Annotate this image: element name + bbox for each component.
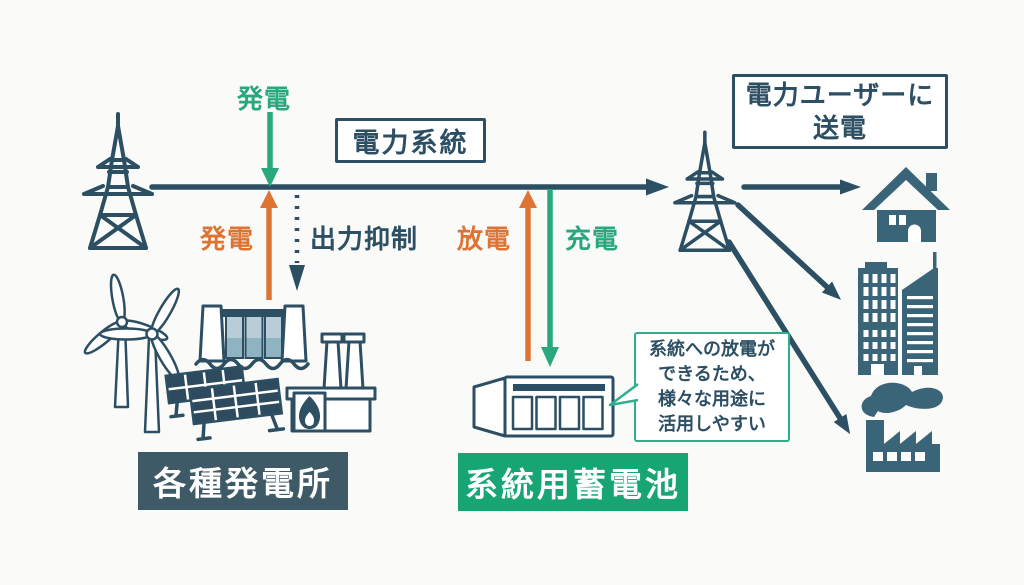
label-discharge: 放電: [457, 224, 512, 254]
battery-container-icon: [472, 375, 615, 438]
main-grid-line: [149, 178, 669, 196]
solar-panel-icon: [164, 365, 286, 442]
label-generation-side: 発電: [200, 224, 255, 254]
plants-label-box: 各種発電所: [138, 452, 348, 510]
speech-bubble: 系統への放電が できるため、 様々な用途に 活用しやすい: [634, 332, 790, 442]
power-users-line2: 送電: [812, 112, 867, 143]
left-transmission-tower-icon: [82, 112, 154, 250]
office-buildings-icon: [858, 252, 938, 375]
arrow-to-buildings: [735, 202, 841, 300]
power-users-box: 電力ユーザーに 送電: [732, 74, 948, 149]
grid-system-box: 電力系統: [335, 118, 486, 163]
generation-arrow-orange: [260, 190, 278, 300]
arrow-to-house: [741, 179, 861, 195]
speech-bubble-tail: [608, 383, 639, 407]
power-users-line1: 電力ユーザーに: [745, 79, 935, 110]
right-transmission-tower-icon: [673, 130, 737, 253]
label-generation-top: 発電: [237, 84, 292, 114]
charge-arrow: [541, 189, 559, 367]
generation-arrow-green: [261, 112, 279, 187]
arrow-to-factory: [726, 239, 851, 435]
bubble-line1: 系統への放電が: [649, 339, 775, 359]
thermal-plant-icon: [285, 332, 377, 433]
plants-label: 各種発電所: [153, 465, 333, 502]
factory-icon: [861, 382, 943, 472]
label-charge: 充電: [565, 224, 620, 254]
bubble-line4: 活用しやすい: [658, 414, 766, 434]
hydro-dam-icon: [194, 304, 310, 371]
curtailment-arrow: [289, 195, 305, 291]
grid-system-label: 電力系統: [352, 128, 469, 158]
bubble-line3: 様々な用途に: [658, 389, 766, 409]
house-icon: [862, 167, 950, 242]
battery-label-box: 系統用蓄電池: [458, 453, 688, 511]
wind-turbine-icon: [83, 273, 181, 434]
bubble-line2: できるため、: [658, 364, 766, 384]
label-curtailment: 出力抑制: [310, 224, 419, 254]
discharge-arrow: [519, 190, 537, 361]
battery-label: 系統用蓄電池: [465, 466, 681, 503]
